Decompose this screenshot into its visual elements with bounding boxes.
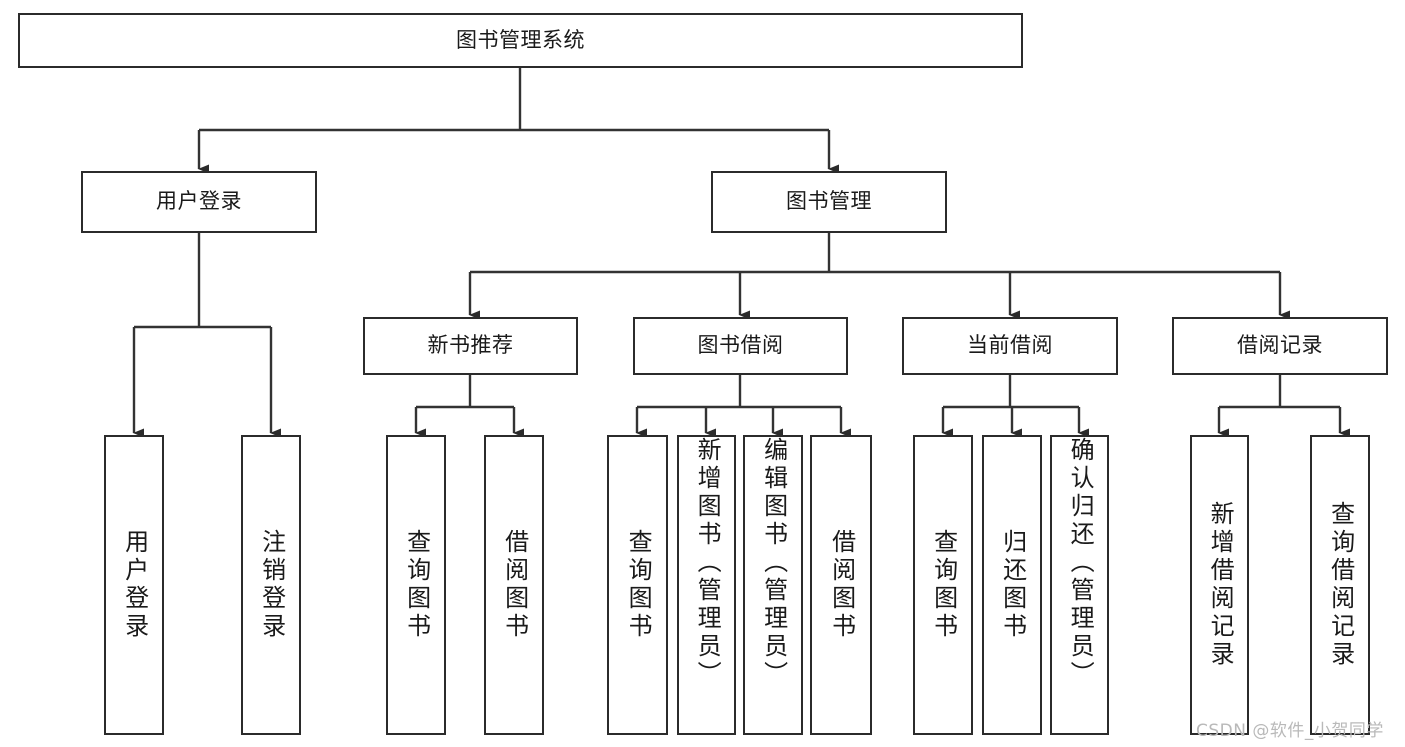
connector-group	[132, 68, 1350, 438]
node-user-login[interactable]: 用户登录	[81, 171, 317, 233]
node-leaf-query-record[interactable]: 查询借阅记录	[1310, 435, 1370, 735]
node-borrow-record[interactable]: 借阅记录	[1172, 317, 1388, 375]
node-current-borrow[interactable]: 当前借阅	[902, 317, 1118, 375]
node-label: 确认归还（管理员）	[1066, 437, 1095, 689]
node-label: 查询图书	[929, 529, 958, 641]
node-label: 图书管理	[786, 189, 872, 214]
node-leaf-query-book-rec[interactable]: 查询图书	[386, 435, 446, 735]
node-label: 查询图书	[624, 529, 653, 641]
node-leaf-query-book-borrow[interactable]: 查询图书	[607, 435, 668, 735]
node-label: 查询借阅记录	[1326, 501, 1355, 669]
node-leaf-logout[interactable]: 注销登录	[241, 435, 301, 735]
node-label: 新书推荐	[427, 333, 514, 358]
node-leaf-edit-book[interactable]: 编辑图书（管理员）	[743, 435, 803, 735]
node-label: 借阅图书	[827, 529, 856, 641]
node-label: 查询图书	[402, 529, 431, 641]
node-leaf-borrow-book-rec[interactable]: 借阅图书	[484, 435, 544, 735]
node-leaf-query-book-current[interactable]: 查询图书	[913, 435, 973, 735]
node-new-book-recommend[interactable]: 新书推荐	[363, 317, 578, 375]
node-leaf-user-login[interactable]: 用户登录	[104, 435, 164, 735]
node-label: 借阅记录	[1237, 333, 1323, 358]
node-label: 图书借阅	[697, 333, 784, 358]
node-label: 当前借阅	[967, 333, 1053, 358]
node-book-borrow[interactable]: 图书借阅	[633, 317, 848, 375]
csdn-watermark: CSDN @软件_小贺同学	[1196, 721, 1384, 741]
node-leaf-confirm-return[interactable]: 确认归还（管理员）	[1050, 435, 1109, 735]
node-book-management[interactable]: 图书管理	[711, 171, 947, 233]
node-label: 借阅图书	[500, 529, 529, 641]
node-label: 注销登录	[257, 529, 286, 641]
node-leaf-add-book[interactable]: 新增图书（管理员）	[677, 435, 736, 735]
node-leaf-return-book[interactable]: 归还图书	[982, 435, 1042, 735]
node-label: 新增借阅记录	[1206, 501, 1235, 669]
node-label: 用户登录	[120, 529, 149, 641]
node-label: 图书管理系统	[456, 27, 585, 52]
node-leaf-add-record[interactable]: 新增借阅记录	[1190, 435, 1249, 735]
node-root-图书管理系统[interactable]: 图书管理系统	[18, 13, 1023, 68]
node-label: 用户登录	[156, 189, 242, 214]
node-label: 编辑图书（管理员）	[759, 437, 788, 689]
node-leaf-borrow-book[interactable]: 借阅图书	[810, 435, 872, 735]
node-label: 归还图书	[998, 529, 1027, 641]
node-label: 新增图书（管理员）	[693, 437, 722, 689]
